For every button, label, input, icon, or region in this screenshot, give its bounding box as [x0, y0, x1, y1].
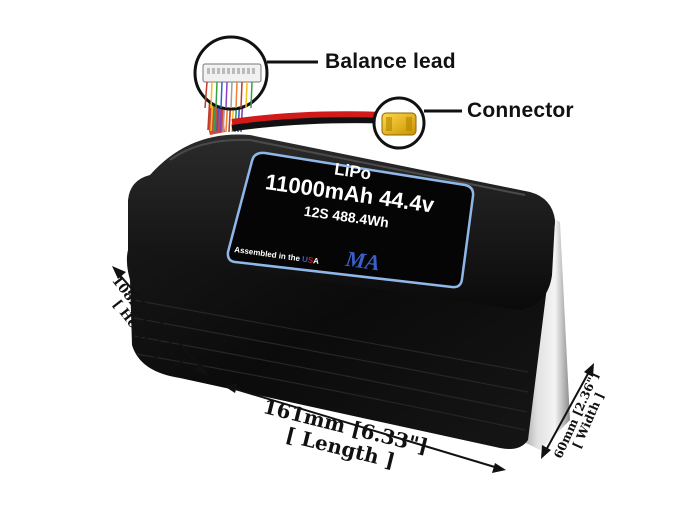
- main-power-leads: [231, 111, 386, 132]
- height-dimension-arrow: [112, 266, 208, 376]
- label-panel: [226, 151, 475, 289]
- connector-callout: [372, 96, 462, 150]
- maxamps-logo: MA: [343, 246, 381, 276]
- balance-lead-callout: [193, 35, 318, 111]
- battery-label: LiPo 11000mAh 44.4v 12S 488.4Wh Assemble…: [226, 151, 475, 289]
- length-dimension-arrow: [224, 383, 506, 473]
- balance-lead-label: Balance lead: [325, 50, 456, 73]
- label-chemistry: LiPo: [333, 160, 372, 184]
- width-dimension-arrow: [541, 363, 594, 459]
- connector-label: Connector: [467, 99, 574, 122]
